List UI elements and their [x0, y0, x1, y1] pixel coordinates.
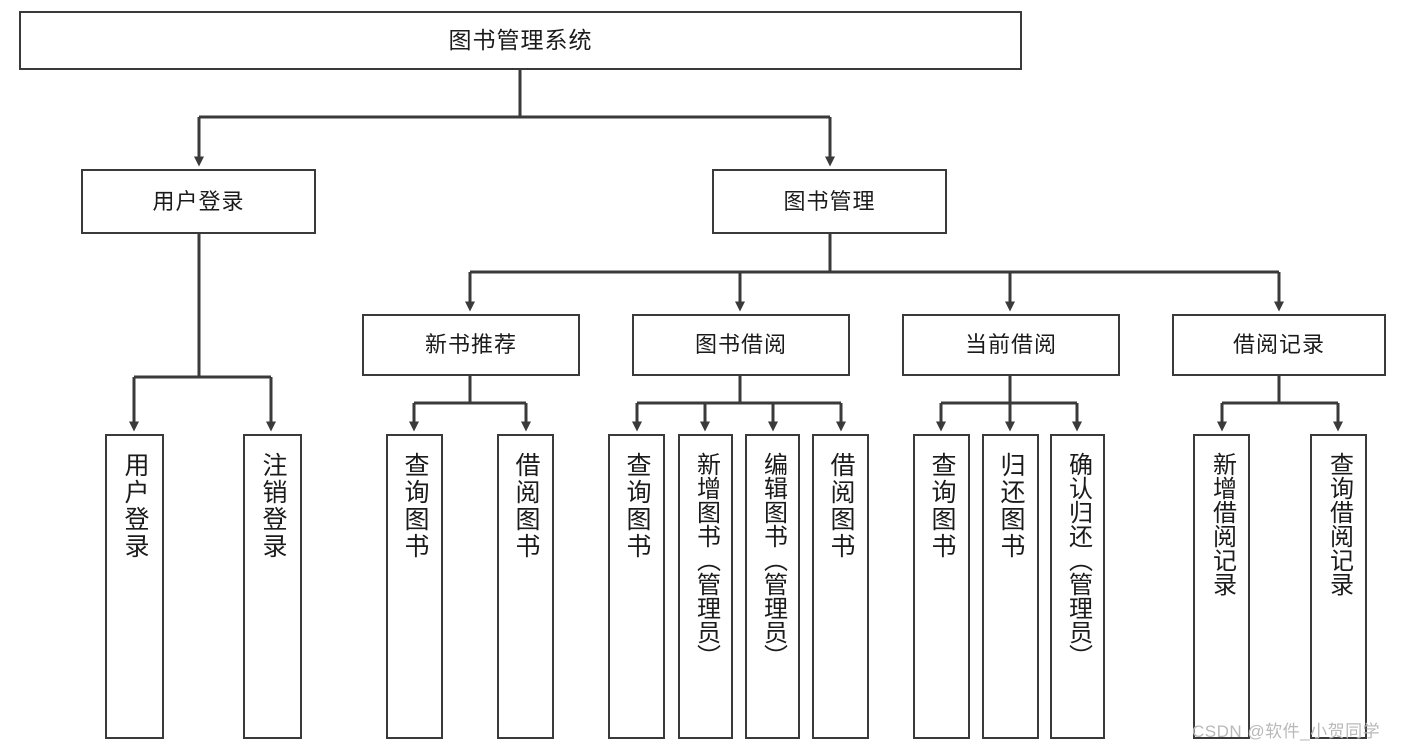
node-label: 查询借阅记录	[1325, 452, 1353, 596]
node-label: 借阅图书	[827, 452, 855, 560]
leaf-bookborrow-borrow-book[interactable]: 借阅图书	[812, 434, 869, 739]
node-new-book-recommend[interactable]: 新书推荐	[362, 314, 580, 376]
node-label: 确认归还（管理员）	[1064, 452, 1092, 668]
node-label: 新增借阅记录	[1208, 452, 1236, 596]
node-current-borrow[interactable]: 当前借阅	[902, 314, 1120, 376]
node-user-login[interactable]: 用户登录	[81, 169, 316, 234]
node-label: 查询图书	[623, 452, 651, 560]
leaf-currentborrow-confirm-return-admin[interactable]: 确认归还（管理员）	[1050, 434, 1105, 739]
leaf-logout[interactable]: 注销登录	[243, 434, 302, 739]
node-label: 编辑图书（管理员）	[759, 452, 787, 668]
leaf-currentborrow-return-book[interactable]: 归还图书	[982, 434, 1039, 739]
node-label: 图书借阅	[694, 332, 787, 358]
node-root-book-management-system[interactable]: 图书管理系统	[19, 11, 1022, 70]
leaf-borrowrecord-query-record[interactable]: 查询借阅记录	[1310, 434, 1367, 739]
leaf-bookborrow-query-book[interactable]: 查询图书	[608, 434, 665, 739]
node-label: 图书管理	[783, 188, 876, 214]
node-label: 借阅图书	[512, 452, 540, 560]
node-label: 用户登录	[152, 188, 245, 214]
node-label: 注销登录	[259, 452, 287, 560]
leaf-borrowrecord-add-record[interactable]: 新增借阅记录	[1193, 434, 1250, 739]
node-label: 归还图书	[997, 452, 1025, 560]
leaf-user-login[interactable]: 用户登录	[105, 434, 164, 739]
node-label: 借阅记录	[1232, 332, 1325, 358]
leaf-currentborrow-query-book[interactable]: 查询图书	[913, 434, 970, 739]
leaf-newbook-borrow-book[interactable]: 借阅图书	[497, 434, 554, 739]
leaf-bookborrow-add-book-admin[interactable]: 新增图书（管理员）	[678, 434, 733, 739]
node-label: 用户登录	[121, 452, 149, 560]
leaf-bookborrow-edit-book-admin[interactable]: 编辑图书（管理员）	[745, 434, 800, 739]
node-label: 查询图书	[928, 452, 956, 560]
csdn-watermark: CSDN @软件_小贺同学	[1192, 722, 1381, 741]
node-label: 新增图书（管理员）	[692, 452, 720, 668]
node-label: 新书推荐	[424, 332, 517, 358]
node-book-management[interactable]: 图书管理	[712, 169, 947, 234]
leaf-newbook-query-book[interactable]: 查询图书	[386, 434, 443, 739]
node-label: 图书管理系统	[448, 26, 593, 53]
node-book-borrow[interactable]: 图书借阅	[632, 314, 850, 376]
node-borrow-record[interactable]: 借阅记录	[1172, 314, 1386, 376]
node-label: 当前借阅	[964, 332, 1057, 358]
node-label: 查询图书	[401, 452, 429, 560]
